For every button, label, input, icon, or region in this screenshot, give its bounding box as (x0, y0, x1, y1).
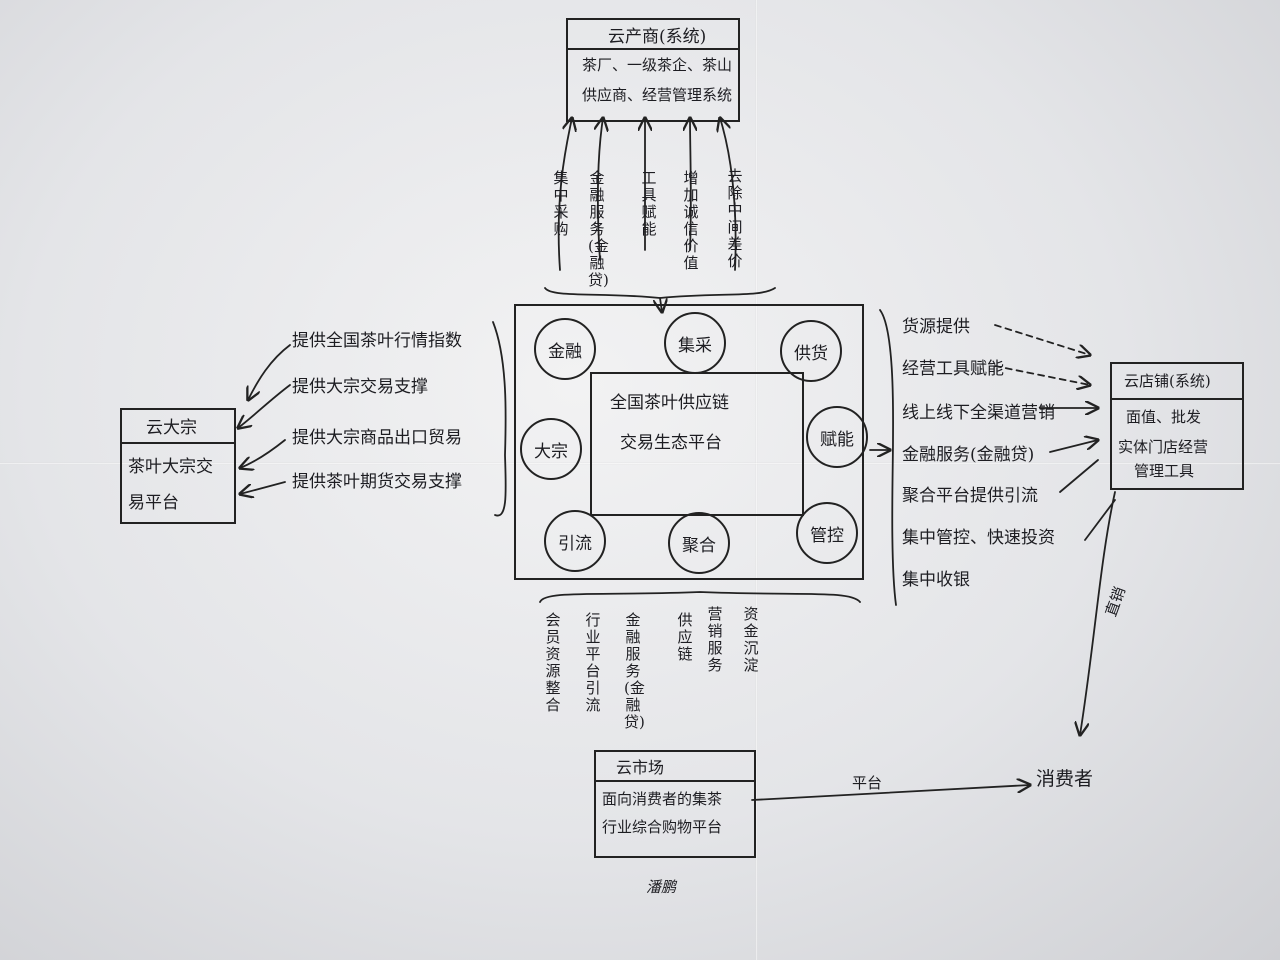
right-label-4: 金融服务(金融贷) (902, 445, 1035, 465)
bottom-label-2: 行业平台引流 (585, 611, 601, 714)
platform-title-line-2: 交易生态平台 (620, 433, 722, 453)
cloud-bulk-box (120, 408, 236, 524)
cloud-store-title: 云店铺(系统) (1124, 372, 1211, 390)
left-label-4: 提供茶叶期货交易支撑 (292, 472, 462, 492)
cloud-market-line-2: 行业综合购物平台 (602, 818, 723, 836)
left-label-2: 提供大宗交易支撑 (292, 377, 428, 397)
arrow-top-2 (598, 118, 603, 261)
brace-right (879, 309, 897, 606)
circle-procurement: 集采 (664, 312, 726, 374)
top-label-4: 增加诚信价值 (683, 169, 699, 272)
bottom-label-6: 资金沉淀 (743, 605, 759, 674)
platform-title-line-1: 全国茶叶供应链 (610, 393, 729, 413)
circle-aggregate: 聚合 (668, 512, 730, 574)
circle-bulk: 大宗 (520, 418, 582, 480)
top-label-3: 工具赋能 (641, 169, 657, 238)
right-label-5: 聚合平台提供引流 (902, 486, 1038, 506)
brace-top (544, 287, 776, 299)
bottom-label-4: 供应链 (677, 611, 693, 663)
top-label-1: 集中采购 (553, 169, 569, 238)
arrow-market-to-consumer (751, 785, 1030, 801)
cloud-bulk-line-1: 茶叶大宗交 (128, 457, 213, 477)
circle-control: 管控 (796, 502, 858, 564)
circle-empower: 赋能 (806, 406, 868, 468)
right-label-2: 经营工具赋能 (902, 359, 1004, 379)
signature: 潘鹏 (646, 878, 677, 896)
cloud-store-box (1110, 362, 1244, 490)
arrow-top-4 (690, 118, 691, 251)
top-label-5: 去除中间差价 (727, 167, 743, 270)
cloud-market-title: 云市场 (616, 758, 665, 777)
edge-label-platform: 平台 (852, 774, 883, 792)
cloud-producer-box-header (568, 20, 738, 50)
cloud-producer-title: 云产商(系统) (608, 27, 707, 47)
arrow-store-to-consumer (1080, 491, 1116, 735)
left-label-1: 提供全国茶叶行情指数 (292, 331, 462, 351)
cloud-producer-line-1: 茶厂、一级茶企、茶山 (582, 56, 733, 74)
cloud-market-box-header (596, 752, 754, 782)
right-label-3: 线上线下全渠道营销 (902, 403, 1055, 423)
cloud-bulk-box-header (122, 410, 234, 444)
cloud-store-box-header (1112, 364, 1242, 400)
cloud-bulk-line-2: 易平台 (128, 493, 179, 513)
cloud-market-line-1: 面向消费者的集茶 (602, 790, 723, 808)
brace-left (492, 321, 507, 517)
right-label-7: 集中收银 (902, 570, 970, 590)
paper-fold-vertical (755, 0, 758, 960)
paper-fold-horizontal (0, 462, 1280, 465)
cloud-producer-line-2: 供应商、经营管理系统 (582, 86, 733, 104)
brace-bottom (539, 591, 861, 603)
bottom-label-1: 会员资源整合 (545, 611, 561, 714)
cloud-producer-box (566, 18, 740, 122)
cloud-market-box (594, 750, 756, 858)
cloud-bulk-title: 云大宗 (146, 418, 197, 438)
left-label-3: 提供大宗商品出口贸易 (292, 428, 462, 448)
arrow-top-1 (557, 118, 572, 271)
circle-traffic: 引流 (544, 510, 606, 572)
right-label-1: 货源提供 (902, 317, 970, 337)
top-label-2: 金融服务(金融贷) (588, 169, 609, 289)
bottom-label-5: 营销服务 (707, 605, 723, 674)
bottom-label-3: 金融服务(金融贷) (624, 611, 645, 731)
cloud-store-line-1: 面值、批发 (1126, 408, 1202, 426)
right-label-6: 集中管控、快速投资 (902, 528, 1055, 548)
cloud-store-line-2: 实体门店经营 (1118, 438, 1209, 456)
consumer-node: 消费者 (1036, 768, 1094, 790)
cloud-store-line-3: 管理工具 (1134, 462, 1195, 480)
arrow-top-5 (720, 118, 737, 271)
circle-finance: 金融 (534, 318, 596, 380)
circle-supply: 供货 (780, 320, 842, 382)
